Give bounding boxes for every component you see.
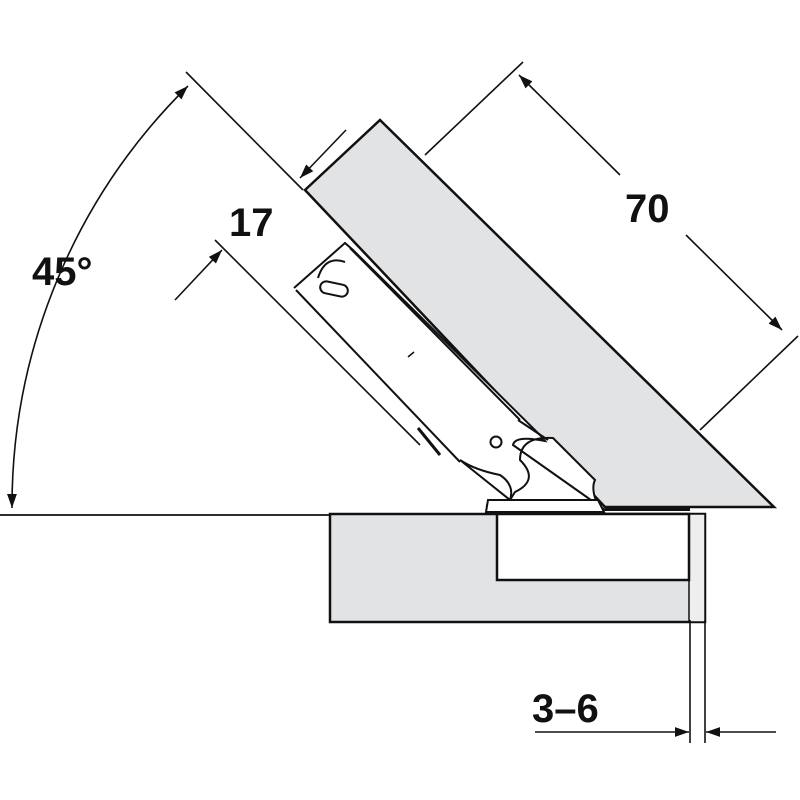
- width-dimension-line: [518, 74, 621, 176]
- width-dimension-line-lower: [685, 234, 783, 331]
- overlay-depth-label: 17: [229, 201, 274, 245]
- hinge-cup-recess: [495, 512, 691, 582]
- hinge-base-plate: [484, 499, 606, 513]
- hinge-rivet: [489, 435, 503, 449]
- overlay-extension-line: [214, 239, 421, 446]
- angle-extension-line: [185, 71, 304, 191]
- hinge-adjust-slot: [319, 280, 349, 298]
- door-width-label: 70: [625, 187, 670, 231]
- gap-strip: [688, 513, 706, 623]
- angle-label: 45°: [32, 250, 93, 294]
- overlay-dimension-line: [174, 249, 223, 301]
- angle-dimension-arc: [7, 85, 189, 509]
- width-extension-line-right: [699, 335, 799, 431]
- width-extension-line-left: [424, 61, 524, 156]
- gap-label: 3–6: [532, 687, 599, 731]
- overlay-dimension-line-upper: [299, 129, 347, 179]
